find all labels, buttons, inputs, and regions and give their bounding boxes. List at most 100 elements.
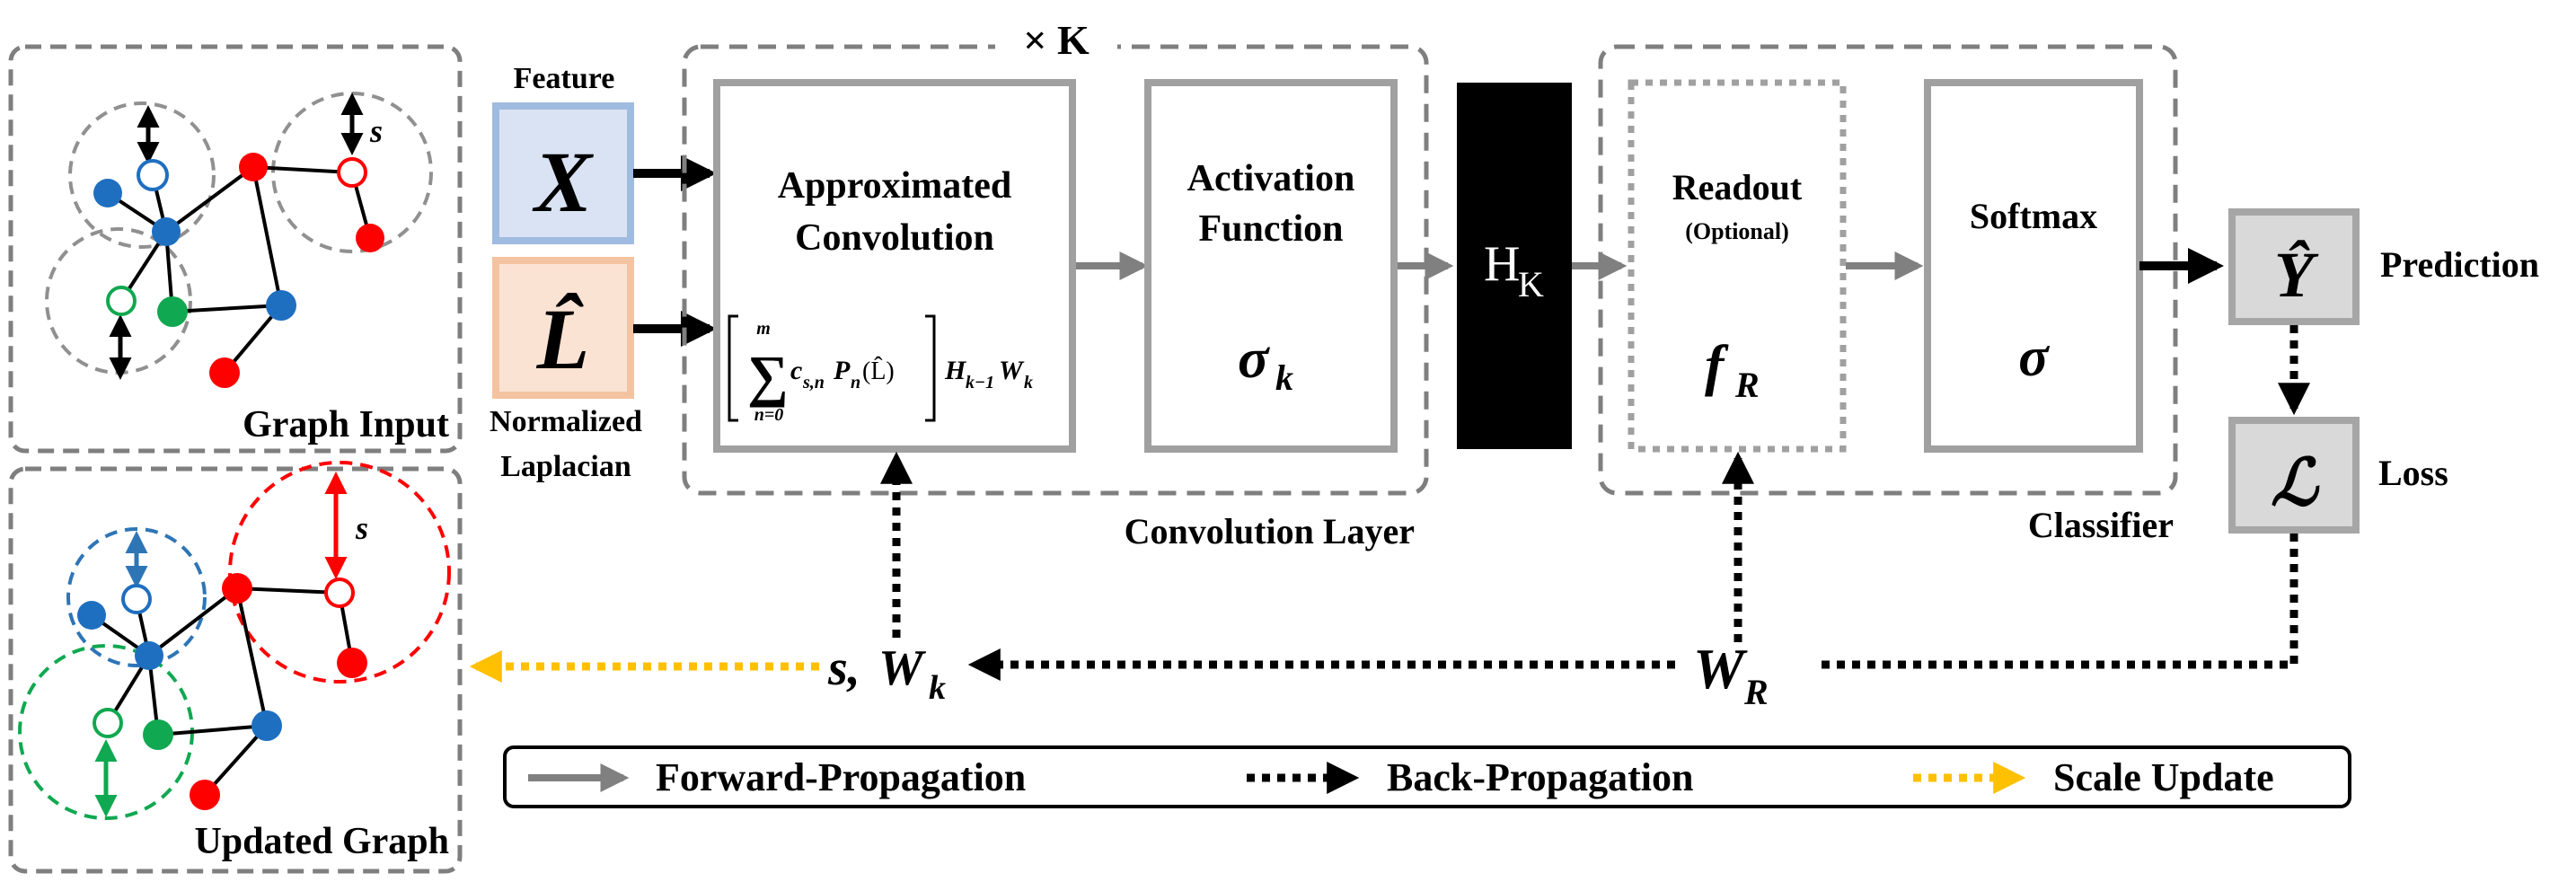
scale-circle [68,101,216,249]
hidden-representation: H K [1457,83,1572,449]
formula-coef: c [790,356,802,385]
classifier: Classifier Readout (Optional) f R Softma… [1598,44,2178,545]
node-green-outline [106,286,137,316]
graph-input-graph: s [45,92,433,388]
graph-input-frame [8,44,463,454]
convolution-formula: ∑ m n=0 c s,n P n (L̂) H k−1 W k [728,314,1033,425]
updated-graph-frame [8,466,463,874]
feature-input: Feature X [492,62,634,244]
classifier-frame [1598,44,2178,496]
formula-coef-sub: s,n [802,373,825,392]
node-red-outline [337,157,367,188]
formula-sum-top: m [756,319,771,339]
formula-sum: ∑ [747,344,789,408]
readout-symbol-sub: R [1734,365,1760,405]
node-blue-outline [137,159,169,191]
conv-weight-sub: k [929,669,946,707]
node-blue [152,217,181,246]
prediction-label: Prediction [2380,244,2539,285]
formula-poly-sub: n [851,373,860,392]
softmax-symbol: σ [2018,327,2050,388]
formula-w-sub: k [1024,373,1033,392]
convolution-layer-label: Convolution Layer [1125,511,1415,551]
loss-symbol: ℒ [2271,447,2320,519]
readout-title: Readout [1672,167,1803,207]
hidden-symbol-sub: K [1518,264,1544,304]
formula-poly-arg: (L̂) [862,357,895,385]
graph-input-label: Graph Input [243,404,449,445]
prediction-symbol: Ŷ [2274,239,2319,311]
updated-graph-label: Updated Graph [194,821,449,862]
softmax-block: Softmax σ [1924,79,2143,453]
activation-function-box [1144,79,1398,453]
activation-title-line2: Function [1198,208,1343,250]
activation-title-line1: Activation [1187,158,1355,199]
hidden-symbol: H [1484,236,1520,292]
node-red [190,780,220,810]
node-blue [266,290,296,321]
approximated-convolution-block: Approximated Convolution ∑ m n=0 c s,n P… [713,79,1076,453]
loss-output: ℒ Loss [2228,417,2448,534]
node-blue-outline [121,584,152,614]
repeat-label-bg [995,20,1117,70]
readout-block: Readout (Optional) f R [1628,79,1847,453]
formula-sum-bottom: n=0 [754,405,784,425]
legend-frame [503,745,2351,808]
legend: Forward-Propagation Back-Propagation Sca… [503,745,2351,808]
node-green [157,296,188,327]
laplacian-caption-line2: Laplacian [500,450,631,483]
node-blue [135,641,163,670]
scale-label: s [355,510,368,546]
formula-poly: P [833,356,851,385]
readout-weight-symbol: W [1693,637,1748,701]
scale-label: s [369,113,383,149]
formula-h-sub: k−1 [966,373,994,392]
convolution-layer: × K Convolution Layer Approximated Convo… [682,17,1429,551]
conv-weight-symbol: W [878,640,927,696]
approx-title-line2: Convolution [795,217,994,259]
loss-box [2228,417,2360,534]
feature-symbol: X [532,134,594,230]
laplacian-symbol: L̂ [536,291,590,387]
back-prop-loss-to-wr [1819,534,2298,669]
legend-forward-label: Forward-Propagation [656,755,1026,799]
readout-subtitle: (Optional) [1685,218,1789,244]
prediction-output: Ŷ Prediction [2228,208,2539,325]
conv-scale-symbol: s, [827,640,860,696]
back-propagation-paths [880,451,2298,681]
feature-box [492,102,634,244]
scale-circle-blue [66,527,207,667]
repeat-label: × K [1023,17,1090,63]
formula-h: H [944,356,967,385]
readout-weight-sub: R [1743,672,1769,712]
updated-graph-graph: s [18,461,451,820]
formula-w: W [999,356,1025,385]
graph-input-panel: s Graph Input [8,44,463,454]
approx-title-line1: Approximated [778,165,1012,207]
node-blue [77,601,106,630]
hidden-box [1457,83,1572,449]
activation-symbol: σ [1238,326,1270,390]
laplacian-input: L̂ Normalized Laplacian [490,257,642,483]
graph-nodes [93,153,384,388]
formula-bracket-right [925,314,936,422]
prediction-box [2228,208,2360,325]
feature-caption: Feature [514,62,615,95]
node-red-outline [324,578,355,608]
activation-symbol-sub: k [1275,357,1293,398]
formula-bracket-left [728,314,738,422]
node-red [337,648,367,678]
node-red [222,573,252,604]
conv-params: s, W k [827,640,946,707]
softmax-box [1924,79,2143,453]
approximated-convolution-box [713,79,1076,453]
node-blue [93,179,122,207]
legend-scale-label: Scale Update [2053,755,2274,799]
loss-label: Loss [2378,453,2448,493]
readout-weights: W R [1693,637,1769,712]
node-red [356,224,384,252]
readout-box [1628,79,1847,453]
node-green-outline [93,708,123,738]
softmax-title: Softmax [1970,196,2097,236]
